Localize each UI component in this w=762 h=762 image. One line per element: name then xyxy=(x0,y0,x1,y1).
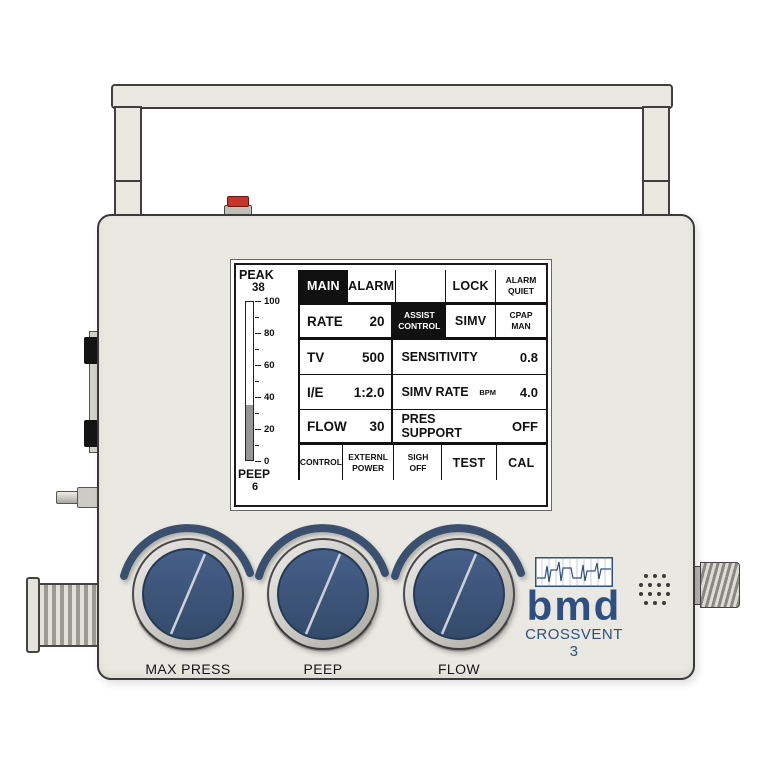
tab-main[interactable]: MAIN xyxy=(300,270,347,302)
mode-cpap-man[interactable]: CPAP MAN xyxy=(495,305,546,337)
setting-label: SENSITIVITY xyxy=(401,350,478,364)
knob-label: PEEP xyxy=(303,661,343,677)
pressure-ruler: PEAK 38 PEEP 6 100 80 60 40 20 0 xyxy=(236,265,298,505)
speaker-grille xyxy=(639,574,670,605)
param-ie[interactable]: I/E 1:2.0 xyxy=(300,375,394,409)
setting-simv-rate[interactable]: SIMV RATE BPM 4.0 xyxy=(393,375,546,409)
ruler-tick-label: 40 xyxy=(264,392,275,403)
handle-post-right xyxy=(642,106,670,218)
red-alarm-button[interactable] xyxy=(227,196,249,207)
param-rate[interactable]: RATE 20 xyxy=(300,305,394,337)
setting-label: PRES SUPPORT xyxy=(401,412,462,440)
tv-sensitivity-row: TV 500 SENSITIVITY 0.8 xyxy=(300,340,546,375)
ruler-tick-label: 60 xyxy=(264,360,275,371)
ruler-minor-tick xyxy=(255,317,259,318)
ruler-minor-tick xyxy=(255,349,259,350)
softkey-external-power[interactable]: EXTERNL POWER xyxy=(341,445,394,480)
param-value: 30 xyxy=(369,418,385,434)
param-flow[interactable]: FLOW 30 xyxy=(300,410,394,442)
knob-flow[interactable]: FLOW xyxy=(384,519,534,691)
param-value: 1:2.0 xyxy=(353,384,385,400)
mode-simv[interactable]: SIMV xyxy=(445,305,495,337)
pressure-bar-track xyxy=(245,301,254,461)
tab-alarm-quiet[interactable]: ALARM QUIET xyxy=(495,270,546,302)
softkey-control[interactable]: CONTROL xyxy=(299,457,342,468)
ruler-minor-tick xyxy=(255,413,259,414)
knob-max-press[interactable]: MAX PRESS xyxy=(113,519,263,691)
ie-simvrate-row: I/E 1:2.0 SIMV RATE BPM 4.0 xyxy=(300,375,546,410)
softkey-row: CONTROL EXTERNL POWER SIGH OFF TEST CAL xyxy=(300,445,546,480)
peak-value: 38 xyxy=(252,282,265,294)
ruler-minor-tick xyxy=(255,381,259,382)
mount-tab-lower xyxy=(84,420,98,447)
ruler-major-tick xyxy=(255,397,261,398)
ruler-tick-label: 20 xyxy=(264,424,275,435)
screen-grid: MAIN ALARM LOCK ALARM QUIET RATE 20 ASSI xyxy=(298,265,546,505)
mode-row: RATE 20 ASSIST CONTROL SIMV CPAP MAN xyxy=(300,305,546,340)
knob-label: MAX PRESS xyxy=(145,661,231,677)
setting-pres-support[interactable]: PRES SUPPORT OFF xyxy=(393,410,546,442)
mode-assist-control[interactable]: ASSIST CONTROL xyxy=(393,305,446,337)
param-value: 20 xyxy=(369,313,385,329)
waveform-icon xyxy=(535,557,613,587)
peep-label: PEEP xyxy=(238,467,271,481)
logo-text: bmd xyxy=(526,582,622,629)
display-screen: PEAK 38 PEEP 6 100 80 60 40 20 0 MAIN ALARM xyxy=(230,259,552,511)
tab-alarm[interactable]: ALARM xyxy=(346,270,395,302)
mount-tab-upper xyxy=(84,337,98,364)
menu-blank-cell xyxy=(394,270,445,302)
ruler-major-tick xyxy=(255,301,261,302)
front-panel: PEAK 38 PEEP 6 100 80 60 40 20 0 MAIN ALARM xyxy=(97,214,695,680)
knob-peep[interactable]: PEEP xyxy=(248,519,398,691)
param-label: FLOW xyxy=(307,418,347,434)
param-value: 500 xyxy=(361,349,385,365)
ruler-tick-label: 0 xyxy=(264,456,270,467)
softkey-test[interactable]: TEST xyxy=(441,445,495,480)
setting-value: 0.8 xyxy=(519,349,538,365)
param-label: I/E xyxy=(307,384,324,400)
brand-logo: bmd CROSSVENT 3 xyxy=(520,557,628,660)
softkey-sigh-off[interactable]: SIGH OFF xyxy=(393,445,441,480)
param-label: RATE xyxy=(307,313,343,329)
param-label: TV xyxy=(307,349,325,365)
model-name: CROSSVENT 3 xyxy=(525,626,623,660)
display-content: PEAK 38 PEEP 6 100 80 60 40 20 0 MAIN ALARM xyxy=(234,263,548,507)
setting-value: 4.0 xyxy=(519,384,538,400)
ruler-major-tick xyxy=(255,429,261,430)
setting-sensitivity[interactable]: SENSITIVITY 0.8 xyxy=(393,340,546,374)
gas-inlet-threaded-connector xyxy=(700,562,740,608)
patient-hose-connector xyxy=(38,583,102,647)
ruler-minor-tick xyxy=(255,445,259,446)
ruler-major-tick xyxy=(255,461,261,462)
softkey-cal[interactable]: CAL xyxy=(495,445,546,480)
setting-label: SIMV RATE xyxy=(401,385,469,399)
handle-post-left xyxy=(114,106,142,218)
ruler-tick-label: 100 xyxy=(264,296,280,307)
param-tv[interactable]: TV 500 xyxy=(300,340,394,374)
setting-unit: BPM xyxy=(479,387,496,397)
pressure-bar-fill xyxy=(246,404,253,460)
knob-label: FLOW xyxy=(437,661,481,677)
carry-handle-bar xyxy=(111,84,673,109)
setting-value: OFF xyxy=(512,418,538,434)
peak-label: PEAK xyxy=(239,268,274,282)
peep-value: 6 xyxy=(252,481,259,493)
flow-presupport-row: FLOW 30 PRES SUPPORT OFF xyxy=(300,410,546,445)
ruler-major-tick xyxy=(255,365,261,366)
menu-row: MAIN ALARM LOCK ALARM QUIET xyxy=(300,270,546,305)
ruler-tick-label: 80 xyxy=(264,328,275,339)
tab-lock[interactable]: LOCK xyxy=(445,270,495,302)
ruler-major-tick xyxy=(255,333,261,334)
